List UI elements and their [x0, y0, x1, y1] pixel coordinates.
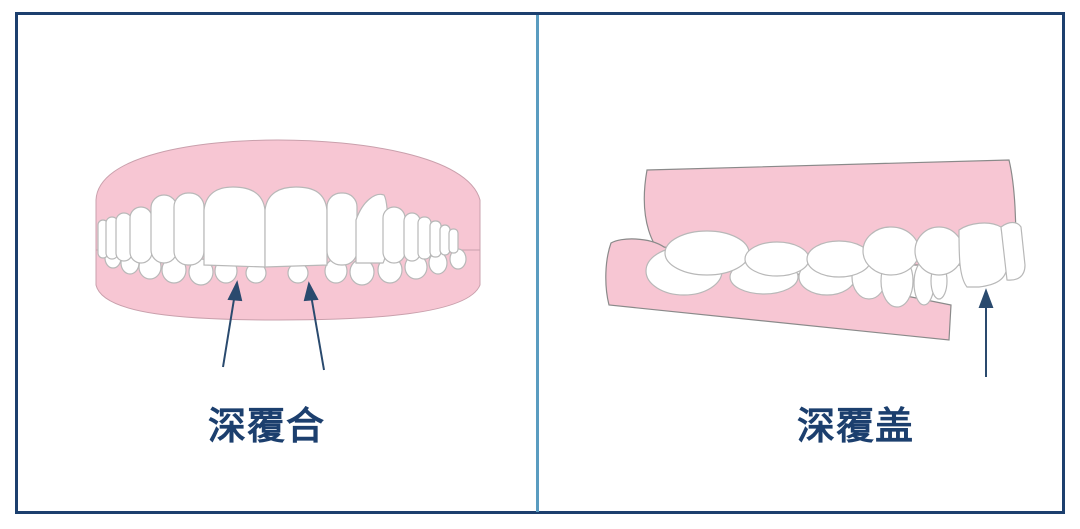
arrow-up-icon-2: [303, 281, 325, 371]
panel-deep-overjet: 深覆盖: [539, 15, 1062, 512]
arrow-up-icon-3: [978, 288, 994, 377]
front-teeth-illustration: [95, 139, 481, 371]
arrow-up-icon-1: [222, 280, 243, 368]
panel-deep-overbite: 深覆合: [18, 15, 536, 512]
side-teeth-illustration: [605, 159, 1026, 377]
label-deep-overjet: 深覆盖: [797, 404, 915, 448]
label-deep-overbite: 深覆合: [208, 404, 326, 448]
panel-divider: [536, 15, 539, 512]
outer-frame: [15, 12, 1065, 514]
